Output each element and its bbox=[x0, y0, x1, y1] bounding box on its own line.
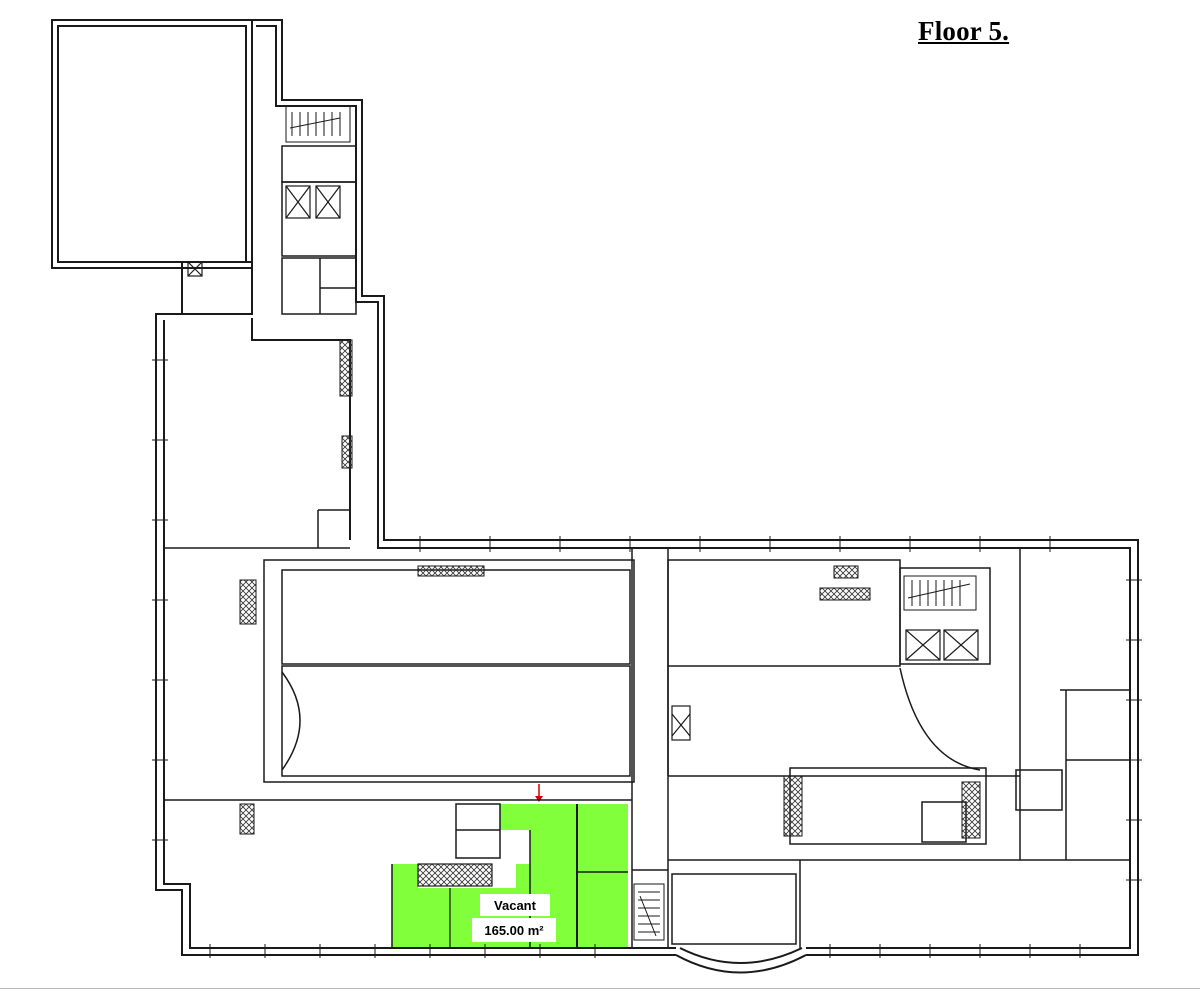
vacant-unit[interactable] bbox=[392, 804, 628, 948]
vacant-status-label: Vacant bbox=[480, 894, 550, 916]
vacant-area-label: 165.00 m² bbox=[472, 918, 556, 942]
service-shafts bbox=[239, 339, 981, 839]
window-marks bbox=[152, 359, 1142, 958]
entrance-arrow-icon bbox=[535, 784, 543, 802]
elevator-icon bbox=[187, 185, 979, 741]
floor-title: Floor 5. bbox=[918, 16, 1010, 46]
building-walls bbox=[51, 19, 1139, 974]
stair-icon bbox=[285, 105, 977, 941]
interior-walls bbox=[164, 145, 1130, 948]
footer-divider bbox=[0, 988, 1200, 989]
